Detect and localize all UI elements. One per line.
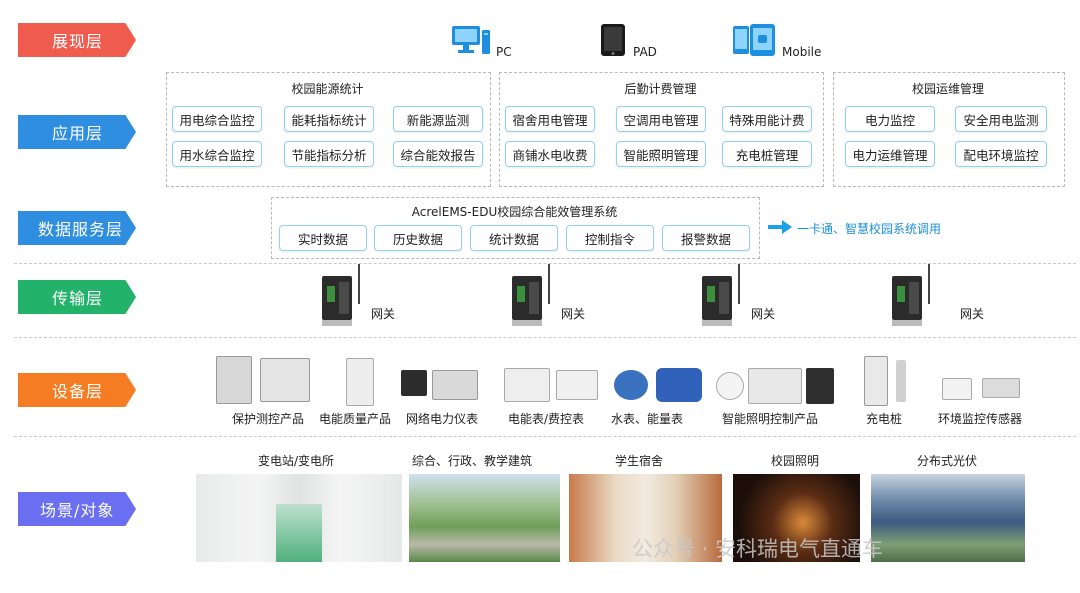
app-item-new-energy-monitor[interactable]: 新能源监测 xyxy=(393,106,483,132)
app-item-ac-power[interactable]: 空调用电管理 xyxy=(616,106,706,132)
arrow-right-icon xyxy=(768,220,792,234)
lighting-controller-image xyxy=(806,368,834,404)
separator xyxy=(14,337,1076,338)
app-item-power-monitoring[interactable]: 用电综合监控 xyxy=(172,106,262,132)
device-label: 电能质量产品 xyxy=(319,412,392,426)
pad-icon xyxy=(601,24,625,56)
app-group-campus-energy xyxy=(166,72,491,187)
app-item-power-monitor[interactable]: 电力监控 xyxy=(845,106,935,132)
data-item-statistics[interactable]: 统计数据 xyxy=(470,225,558,251)
env-sensor-image xyxy=(942,378,972,400)
app-group-logistics-billing xyxy=(499,72,824,187)
lighting-controller-image xyxy=(716,372,744,400)
watermark: 公众号 · 安科瑞电气直通车 xyxy=(632,537,884,561)
device-label: 保护测控产品 xyxy=(232,412,305,426)
env-sensor-image xyxy=(982,378,1020,398)
data-item-realtime[interactable]: 实时数据 xyxy=(279,225,367,251)
power-quality-cabinet-image xyxy=(346,358,374,406)
data-service-note: 一卡通、智慧校园系统调用 xyxy=(797,222,942,236)
app-group-title: 校园能源统计 xyxy=(291,82,364,96)
gateway-device-icon xyxy=(702,264,740,326)
gateway-device-icon xyxy=(892,264,930,326)
device-label: 智能照明控制产品 xyxy=(722,412,819,426)
app-item-special-billing[interactable]: 特殊用能计费 xyxy=(722,106,812,132)
app-group-campus-ops xyxy=(833,72,1065,187)
mobile-label: Mobile xyxy=(782,45,822,59)
dormitory-photo xyxy=(569,474,722,562)
data-item-history[interactable]: 历史数据 xyxy=(374,225,462,251)
gateway-label: 网关 xyxy=(960,307,985,321)
charging-pile-image xyxy=(896,360,906,402)
network-meter-image xyxy=(432,370,478,400)
layer-tag-device: 设备层 xyxy=(18,373,136,407)
scene-label: 分布式光伏 xyxy=(917,454,978,468)
app-item-water-monitoring[interactable]: 用水综合监控 xyxy=(172,141,262,167)
layer-tag-presentation: 展现层 xyxy=(18,23,136,57)
pad-label: PAD xyxy=(633,45,657,59)
pc-icon xyxy=(452,26,490,54)
device-label: 电能表/费控表 xyxy=(508,412,585,426)
layer-tag-data-service: 数据服务层 xyxy=(18,211,136,245)
heat-meter-image xyxy=(656,368,702,402)
data-service-box xyxy=(271,197,760,259)
gateway-device-icon xyxy=(322,264,360,326)
lighting-controller-image xyxy=(748,368,802,404)
protection-relay-image xyxy=(216,356,252,404)
data-item-alarm[interactable]: 报警数据 xyxy=(662,225,750,251)
pc-label: PC xyxy=(496,45,512,59)
mobile-icon xyxy=(733,24,775,56)
scene-label: 综合、行政、教学建筑 xyxy=(412,454,533,468)
data-service-title: AcrelEMS-EDU校园综合能效管理系统 xyxy=(411,205,618,219)
app-group-title: 后勤计费管理 xyxy=(624,82,697,96)
app-item-shop-billing[interactable]: 商铺水电收费 xyxy=(505,141,595,167)
app-group-title: 校园运维管理 xyxy=(911,82,984,96)
scene-label: 学生宿舍 xyxy=(615,454,664,468)
campus-building-photo xyxy=(409,474,560,562)
gateway-label: 网关 xyxy=(371,307,396,321)
layer-tag-application: 应用层 xyxy=(18,115,136,149)
app-item-energy-index-stats[interactable]: 能耗指标统计 xyxy=(284,106,374,132)
app-item-dorm-power[interactable]: 宿舍用电管理 xyxy=(505,106,595,132)
device-label: 水表、能量表 xyxy=(611,412,684,426)
energy-meter-image xyxy=(556,370,598,400)
device-label: 环境监控传感器 xyxy=(938,412,1023,426)
energy-meter-image xyxy=(504,368,550,402)
layer-tag-transport: 传输层 xyxy=(18,280,136,314)
app-item-saving-analysis[interactable]: 节能指标分析 xyxy=(284,141,374,167)
separator xyxy=(14,263,1076,264)
app-item-distribution-env[interactable]: 配电环境监控 xyxy=(955,141,1047,167)
protection-relay-image xyxy=(260,358,310,402)
app-item-power-ops[interactable]: 电力运维管理 xyxy=(845,141,935,167)
charging-pile-image xyxy=(864,356,888,406)
substation-photo xyxy=(196,474,402,562)
scene-label: 校园照明 xyxy=(771,454,820,468)
water-meter-image xyxy=(614,370,648,400)
layer-tag-scene: 场景/对象 xyxy=(18,492,136,526)
device-label: 网络电力仪表 xyxy=(406,412,479,426)
scene-label: 变电站/变电所 xyxy=(258,454,335,468)
network-meter-image xyxy=(401,370,427,396)
app-item-safe-power[interactable]: 安全用电监测 xyxy=(955,106,1047,132)
campus-lighting-photo xyxy=(733,474,860,562)
gateway-device-icon xyxy=(512,264,550,326)
data-item-control[interactable]: 控制指令 xyxy=(566,225,654,251)
app-item-smart-lighting[interactable]: 智能照明管理 xyxy=(616,141,706,167)
app-item-charging-pile[interactable]: 充电桩管理 xyxy=(722,141,812,167)
gateway-label: 网关 xyxy=(561,307,586,321)
device-label: 充电桩 xyxy=(866,412,903,426)
separator xyxy=(14,436,1076,437)
solar-pv-photo xyxy=(871,474,1025,562)
gateway-label: 网关 xyxy=(751,307,776,321)
app-item-efficiency-report[interactable]: 综合能效报告 xyxy=(393,141,483,167)
